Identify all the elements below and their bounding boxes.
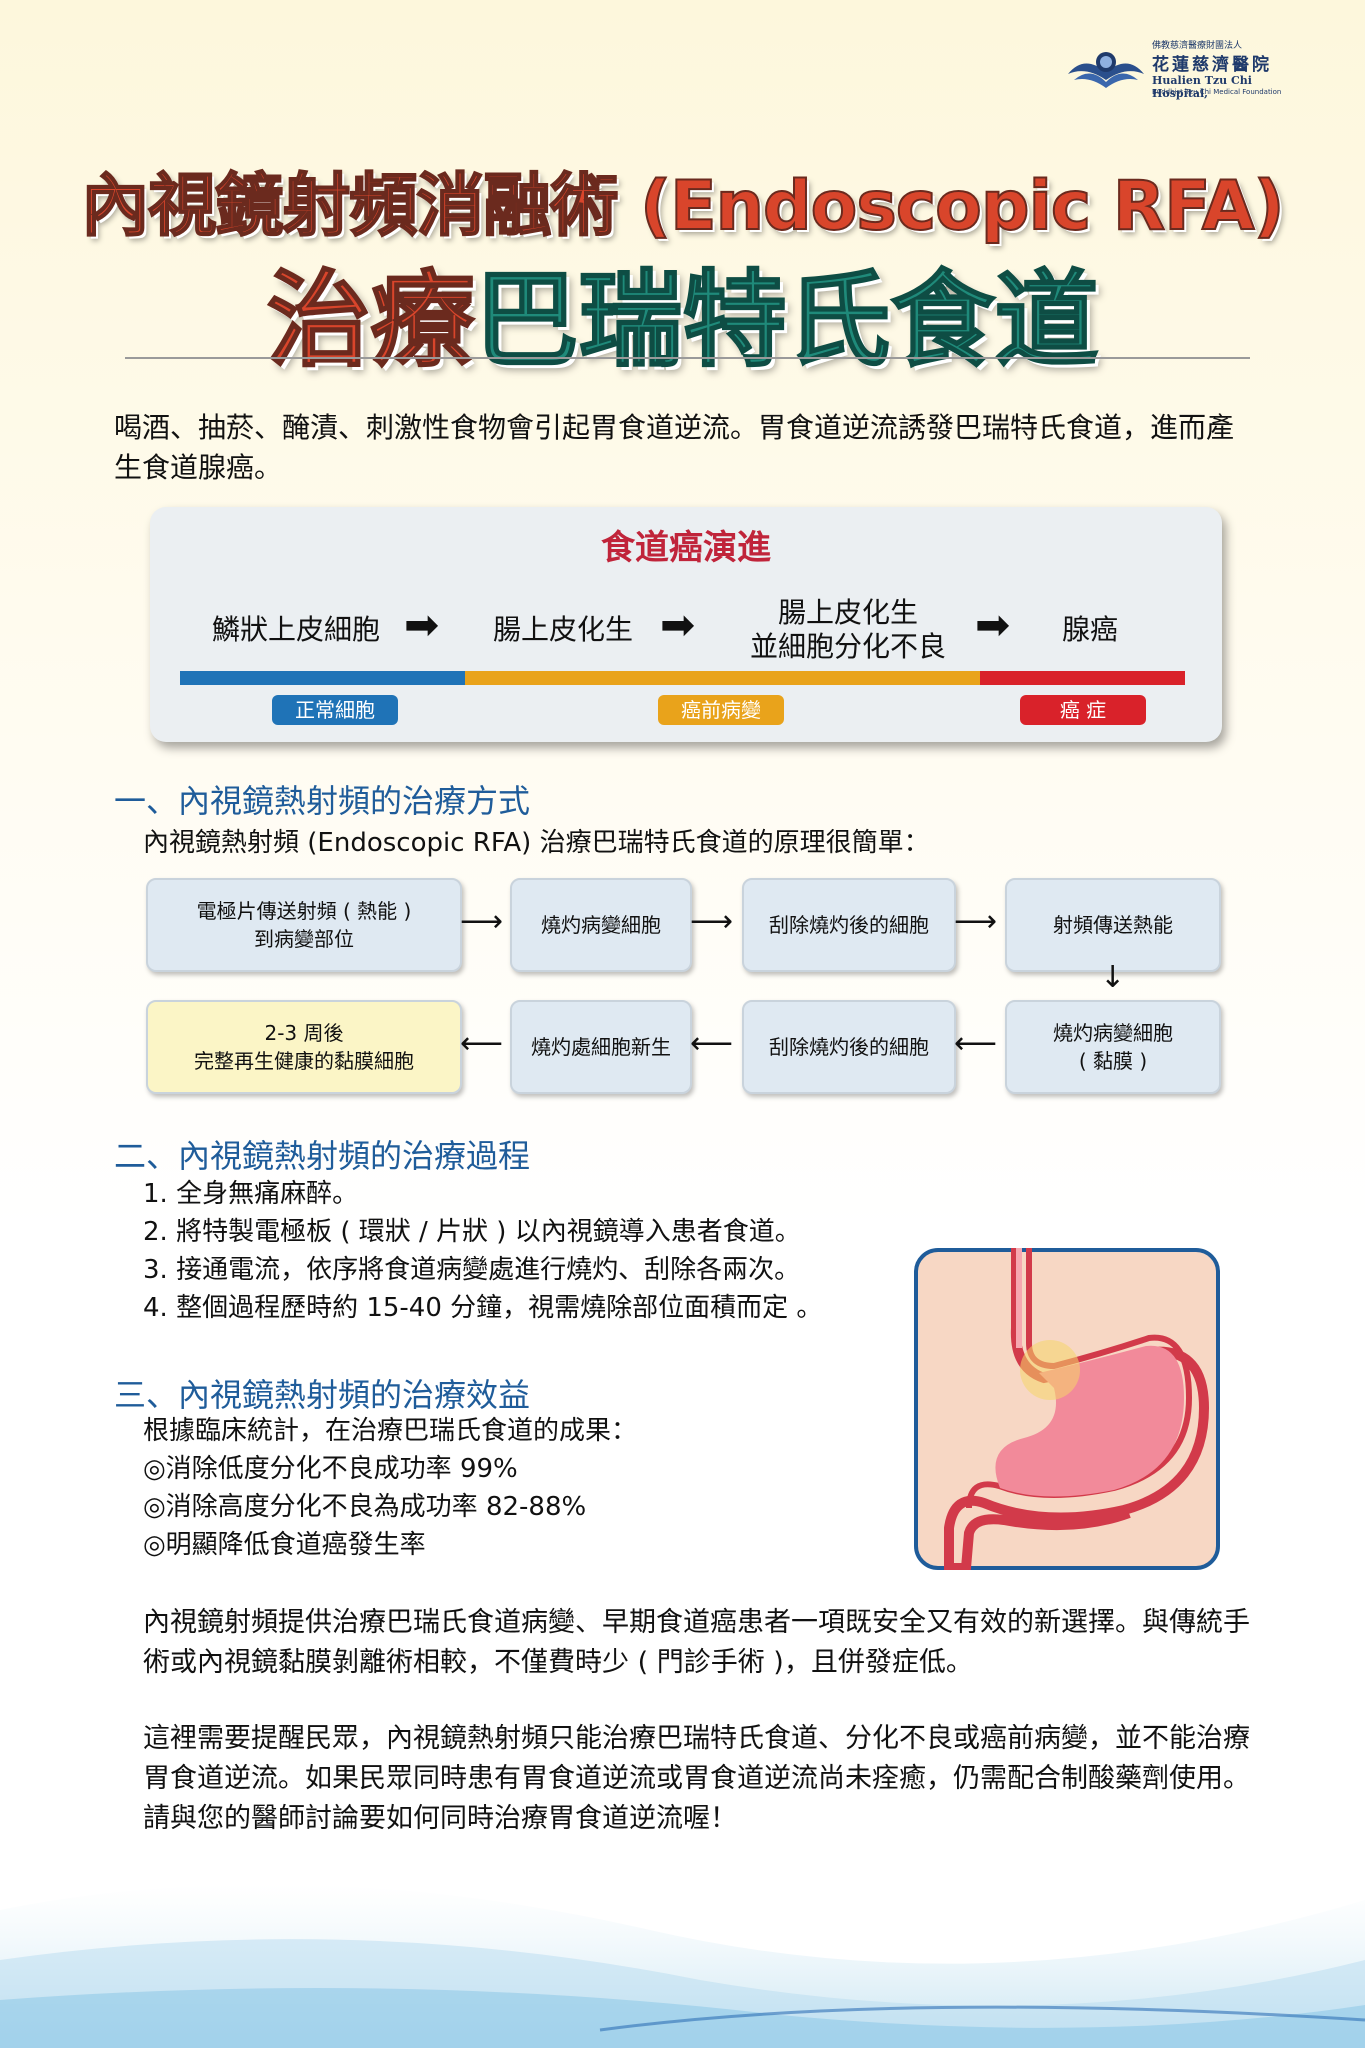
flow-step-rf-heat: 射頻傳送熱能 [1005, 878, 1221, 972]
left-arrow-icon: ⟵ [690, 1026, 734, 1061]
stage-adenocarcinoma: 腺癌 [1061, 613, 1118, 646]
badge-cancer: 癌 症 [1020, 695, 1146, 725]
flow-step-burn: 燒灼病變細胞 [510, 878, 692, 972]
badge-normal: 正常細胞 [272, 695, 398, 725]
flow-step-scrape-2: 刮除燒灼後的細胞 [742, 1000, 956, 1094]
logo-english: Hualien Tzu Chi Hospital, [1152, 74, 1252, 100]
flow-step-electrode: 電極片傳送射頻 ( 熱能 ) 到病變部位 [146, 878, 462, 972]
flow-step-new-cells: 燒灼處細胞新生 [510, 1000, 692, 1094]
stage-dysplasia: 腸上皮化生 並細胞分化不良 [749, 596, 946, 663]
closing-paragraph-1: 內視鏡射頻提供治療巴瑞氏食道病變、早期食道癌患者一項既安全又有效的新選擇。與傳統… [143, 1607, 1250, 1678]
section3-heading: 三、內視鏡熱射頻的治療效益 [114, 1376, 531, 1414]
logo-foundation: Buddhist Tzu Chi Medical Foundation [1152, 88, 1282, 96]
lotus-emblem-icon [1068, 52, 1144, 88]
page-title-line2: 治療巴瑞特氏食道 [0, 235, 1365, 386]
section1-subtitle: 內視鏡熱射頻 (Endoscopic RFA) 治療巴瑞特氏食道的原理很簡單： [143, 828, 930, 858]
list-item: 3. 接通電流，依序將食道病變處進行燒灼、刮除各兩次。 [143, 1255, 801, 1285]
intro-paragraph: 喝酒、抽菸、醃漬、刺激性食物會引起胃食道逆流。胃食道逆流誘發巴瑞特氏食道，進而產… [114, 411, 1235, 484]
closing-paragraph-2: 這裡需要提醒民眾，內視鏡熱射頻只能治療巴瑞特氏食道、分化不良或癌前病變，並不能治… [143, 1723, 1250, 1834]
hospital-logo: 佛教慈濟醫療財團法人 花蓮慈濟醫院 Hualien Tzu Chi Hospit… [1064, 38, 1304, 100]
list-item: ◎明顯降低食道癌發生率 [143, 1530, 426, 1560]
normal-bar [180, 671, 465, 685]
decorative-waves [0, 1884, 1365, 2048]
title-divider [125, 357, 1250, 359]
logo-name: 花蓮慈濟醫院 [1152, 55, 1272, 75]
evolution-title: 食道癌演進 [601, 528, 771, 568]
right-arrow-icon: ➡ [404, 600, 440, 649]
section1-heading: 一、內視鏡熱射頻的治療方式 [114, 782, 531, 820]
list-item: ◎消除高度分化不良為成功率 82-88% [143, 1492, 587, 1522]
list-item: ◎消除低度分化不良成功率 99% [143, 1454, 518, 1484]
logo-line1: 佛教慈濟醫療財團法人 [1152, 41, 1243, 51]
list-item: 1. 全身無痛麻醉。 [143, 1179, 359, 1209]
right-arrow-icon: ➡ [975, 600, 1011, 649]
badge-precancer: 癌前病變 [658, 695, 784, 725]
down-arrow-icon: ↓ [1100, 960, 1126, 995]
precancer-bar [465, 671, 980, 685]
page-title-line1: 內視鏡射頻消融術 (Endoscopic RFA) [80, 166, 1285, 247]
right-arrow-icon: ⟶ [460, 904, 504, 939]
benefit-lead: 根據臨床統計，在治療巴瑞氏食道的成果： [143, 1416, 638, 1446]
flow-step-burn-mucosa: 燒灼病變細胞 ( 黏膜 ) [1005, 1000, 1221, 1094]
stomach-illustration [914, 1248, 1220, 1570]
title-treat: 治療 [265, 258, 475, 382]
right-arrow-icon: ➡ [660, 600, 696, 649]
right-arrow-icon: ⟶ [690, 904, 734, 939]
stage-metaplasia: 腸上皮化生 [492, 613, 633, 646]
list-item: 2. 將特製電極板 ( 環狀 / 片狀 ) 以內視鏡導入患者食道。 [143, 1217, 801, 1247]
flow-step-regenerate: 2-3 周後 完整再生健康的黏膜細胞 [146, 1000, 462, 1094]
left-arrow-icon: ⟵ [954, 1026, 998, 1061]
cancer-bar [980, 671, 1185, 685]
procedure-steps: 1. 全身無痛麻醉。 2. 將特製電極板 ( 環狀 / 片狀 ) 以內視鏡導入患… [143, 1175, 822, 1327]
stage-squamous: 鱗狀上皮細胞 [211, 613, 380, 646]
left-arrow-icon: ⟵ [460, 1026, 504, 1061]
flow-step-scrape: 刮除燒灼後的細胞 [742, 878, 956, 972]
right-arrow-icon: ⟶ [954, 904, 998, 939]
list-item: 4. 整個過程歷時約 15-40 分鐘，視需燒除部位面積而定 。 [143, 1293, 823, 1323]
benefit-list: 根據臨床統計，在治療巴瑞氏食道的成果： ◎消除低度分化不良成功率 99% ◎消除… [143, 1412, 637, 1564]
section2-heading: 二、內視鏡熱射頻的治療過程 [114, 1137, 531, 1175]
title-barrett: 巴瑞特氏食道 [473, 258, 1099, 382]
